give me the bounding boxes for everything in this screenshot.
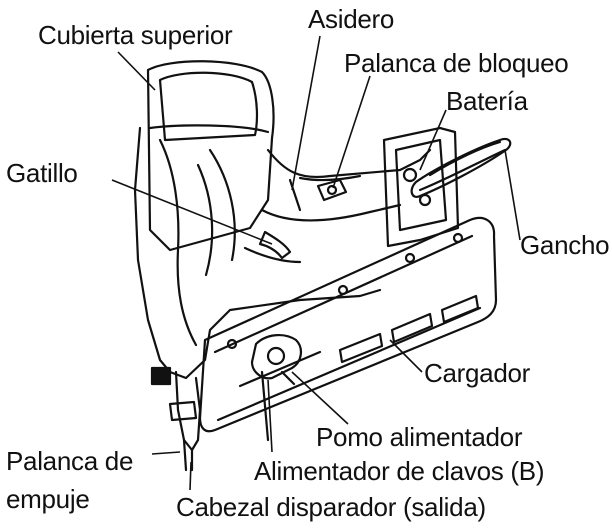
- leader-palanca-bloqueo: [332, 75, 371, 189]
- leader-gatillo: [111, 179, 273, 245]
- leader-pomo: [291, 371, 349, 425]
- leader-cargador: [389, 339, 423, 373]
- push-lever: [168, 400, 198, 422]
- top-cover-outline: [146, 60, 275, 252]
- magazine-slot-2: [390, 312, 434, 344]
- main-body-outline: [133, 126, 382, 380]
- magazine-slot-1: [338, 332, 384, 364]
- lock-lever: [316, 178, 348, 202]
- label-palanca-empuje-1: Palanca de: [6, 446, 134, 476]
- depth-dial: [150, 366, 172, 386]
- leader-asidero: [291, 35, 321, 191]
- handle-outline: [266, 148, 432, 178]
- label-pomo-alimentador: Pomo alimentador: [316, 422, 523, 452]
- label-palanca-bloqueo: Palanca de bloqueo: [344, 48, 569, 78]
- leader-cabezal: [189, 461, 192, 491]
- feeder-knob: [250, 334, 302, 380]
- trigger: [258, 230, 292, 260]
- label-cargador: Cargador: [424, 358, 530, 388]
- leader-cubierta: [117, 51, 156, 91]
- label-gatillo: Gatillo: [6, 158, 78, 188]
- label-asidero: Asidero: [308, 4, 395, 34]
- top-cover-inner: [158, 71, 259, 142]
- leader-bateria: [419, 109, 447, 171]
- label-palanca-empuje-2: empuje: [6, 484, 90, 514]
- battery-outline: [382, 126, 460, 248]
- label-bateria: Batería: [446, 86, 528, 116]
- label-cabezal-disparador: Cabezal disparador (salida): [176, 492, 486, 522]
- leader-alimentador: [267, 379, 273, 453]
- label-alimentador-clavos: Alimentador de clavos (B): [254, 456, 545, 486]
- leader-palanca-empuje: [151, 451, 181, 455]
- nose-piece: [174, 370, 202, 452]
- label-gancho: Gancho: [520, 230, 610, 260]
- leader-gancho: [504, 149, 521, 241]
- magazine-slot-3: [440, 294, 480, 324]
- magazine-outline: [198, 216, 498, 433]
- label-cubierta-superior: Cubierta superior: [38, 20, 233, 50]
